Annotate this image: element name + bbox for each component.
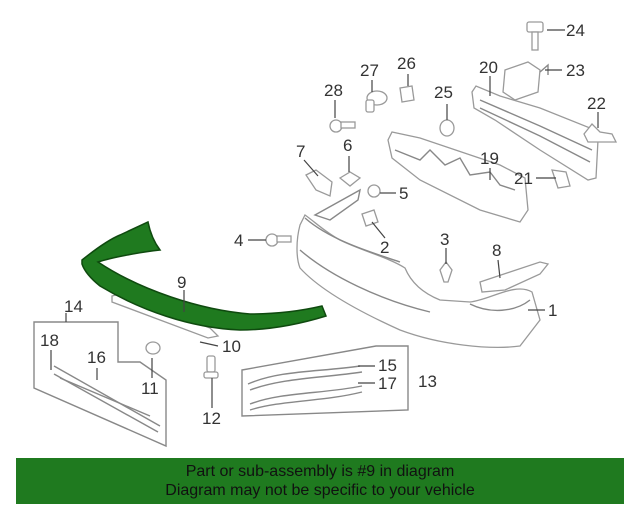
callout-12: 12	[202, 409, 221, 428]
callout-26: 26	[397, 54, 416, 73]
banner-line-2: Diagram may not be specific to your vehi…	[165, 482, 475, 499]
nut-part-5	[367, 184, 381, 198]
bolt-part-12	[203, 355, 219, 379]
bracket-part-7	[305, 169, 333, 197]
leader-lines	[50, 29, 599, 408]
bolt-part-4	[265, 233, 292, 247]
callout-9: 9	[177, 273, 186, 292]
bracket-part	[502, 61, 549, 101]
callout-11: 11	[141, 379, 159, 398]
callout-4: 4	[234, 231, 243, 250]
pin-part-27	[365, 90, 388, 113]
callout-10: 10	[222, 337, 241, 356]
callout-28: 28	[324, 81, 343, 100]
clip-part-11	[145, 341, 161, 355]
impact-absorber-part	[387, 131, 529, 223]
callout-14: 14	[64, 297, 83, 316]
callout-7: 7	[296, 142, 305, 161]
highlighted-part-9	[81, 220, 327, 331]
clip-part-26	[399, 85, 415, 103]
bracket-part-21	[551, 169, 571, 189]
callout-8: 8	[492, 241, 501, 260]
clip-part-22	[583, 123, 618, 143]
bolt-part-24	[526, 21, 544, 51]
callout-2: 2	[380, 238, 389, 257]
box-13	[241, 345, 409, 417]
bracket-part-8	[479, 261, 550, 293]
callout-17: 17	[378, 374, 397, 393]
clip-part-3	[439, 260, 453, 283]
callout-20: 20	[479, 58, 498, 77]
callout-16: 16	[87, 348, 106, 367]
clip-part-6	[338, 171, 362, 187]
callout-labels: 1 2 3 4 5 6 7 8 9 10 11 12 13 14 15 16 1…	[40, 21, 606, 428]
callout-3: 3	[440, 230, 449, 249]
callout-18: 18	[40, 331, 59, 350]
bumper-cover-part	[296, 188, 541, 348]
banner-line-1: Part or sub-assembly is #9 in diagram	[185, 463, 455, 480]
plate-part-2	[361, 209, 379, 227]
callout-23: 23	[566, 61, 585, 80]
callout-13: 13	[418, 372, 437, 391]
callout-27: 27	[360, 61, 379, 80]
callout-15: 15	[378, 356, 397, 375]
box-14	[33, 321, 167, 448]
callout-5: 5	[399, 184, 408, 203]
callout-21: 21	[514, 169, 533, 188]
plug-part-25	[439, 119, 455, 137]
reinforcement-bar-part	[471, 85, 599, 181]
callout-22: 22	[587, 94, 606, 113]
callout-24: 24	[566, 21, 585, 40]
callout-19: 19	[480, 149, 499, 168]
callout-6: 6	[343, 136, 352, 155]
screw-part-28	[329, 119, 356, 133]
callout-1: 1	[548, 301, 557, 320]
callout-25: 25	[434, 83, 453, 102]
info-banner: Part or sub-assembly is #9 in diagram Di…	[16, 458, 624, 504]
